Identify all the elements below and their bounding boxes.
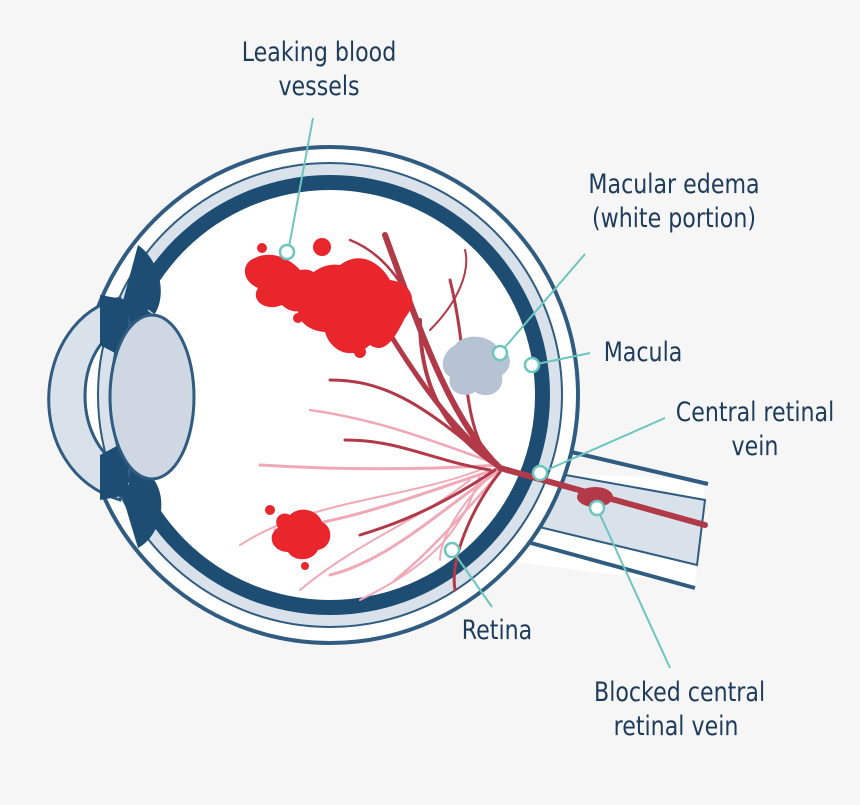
hemorrhage-upper: [244, 238, 413, 358]
label-retina: Retina: [461, 615, 533, 646]
label-macula: Macula: [603, 337, 683, 368]
label-leaking-blood-vessels: Leaking blood vessels: [241, 37, 397, 102]
lens: [108, 313, 196, 481]
retinal-vessels-light: [239, 408, 502, 601]
hemorrhage-lower: [265, 505, 331, 570]
label-pointer-dots: [278, 243, 606, 559]
label-blocked-central-retinal-vein: Blocked central retinal vein: [594, 677, 766, 742]
blocked-vein-bulge: [577, 487, 613, 507]
leader-lines: [287, 117, 671, 669]
label-macular-edema: Macular edema (white portion): [588, 169, 760, 234]
label-central-retinal-vein: Central retinal vein: [675, 397, 835, 462]
eyeball: [80, 145, 580, 645]
cornea: [47, 296, 132, 502]
